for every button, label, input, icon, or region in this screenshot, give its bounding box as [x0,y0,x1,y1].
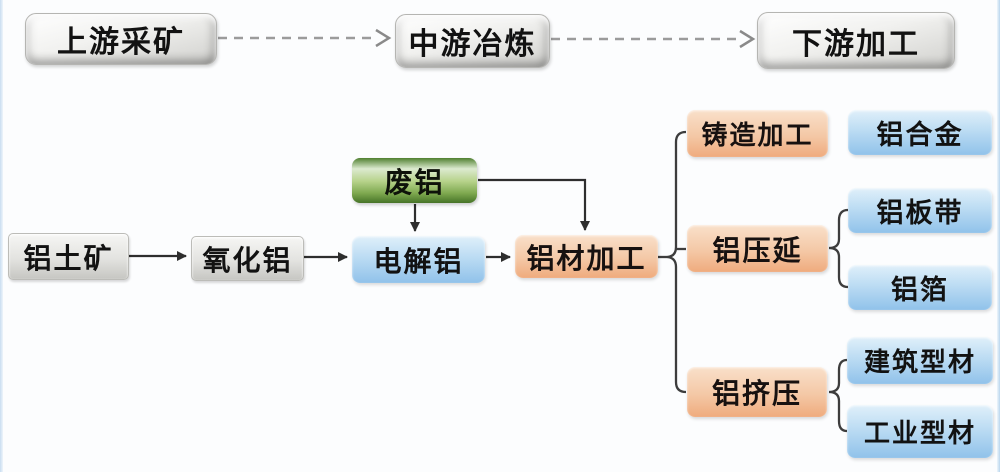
node-upstream-mining: 上游采矿 [25,13,217,65]
node-rolling: 铝压延 [687,225,828,272]
arrow-scrap-to-processing [478,178,590,231]
dashed-arrowhead-1 [375,28,392,48]
node-electrolytic-aluminum: 电解铝 [352,236,485,283]
node-label: 铝合金 [876,120,964,150]
node-industrial-profiles: 工业型材 [847,405,993,458]
node-label: 铝箔 [891,275,949,305]
node-midstream-smelting: 中游冶炼 [395,14,550,68]
node-label: 建筑型材 [863,347,976,377]
node-aluminum-foil: 铝箔 [848,265,992,310]
node-alumina: 氧化铝 [191,236,304,281]
node-label: 铝压延 [712,234,803,266]
node-label: 氧化铝 [202,244,293,276]
node-label: 铝板带 [876,198,964,228]
brace-extrusion-branches [828,358,848,433]
node-label: 工业型材 [863,418,976,448]
brace-rolling-branches [828,208,849,289]
node-label: 下游加工 [792,27,920,61]
node-label: 中游冶炼 [408,28,537,61]
brace-processing-branches [665,130,687,394]
node-casting: 铸造加工 [687,110,828,157]
node-extrusion: 铝挤压 [687,367,827,417]
node-label: 上游采矿 [57,26,185,59]
node-aluminum-alloy: 铝合金 [848,110,992,155]
right-border-line [997,0,1000,472]
node-label: 铝材加工 [526,242,647,274]
node-label: 铝土矿 [23,242,114,274]
node-label: 废铝 [384,166,445,198]
node-bauxite: 铝土矿 [8,233,129,280]
node-label: 铝挤压 [711,378,802,409]
node-aluminum-processing: 铝材加工 [515,235,658,278]
node-label: 电解铝 [373,245,464,277]
node-scrap-aluminum: 废铝 [352,158,477,203]
node-aluminum-sheet-strip: 铝板带 [848,188,992,233]
left-border-line [0,0,3,472]
node-construction-profiles: 建筑型材 [847,337,993,384]
node-downstream-processing: 下游加工 [757,12,955,69]
node-label: 铸造加工 [701,120,814,150]
dashed-arrowhead-2 [739,29,756,49]
